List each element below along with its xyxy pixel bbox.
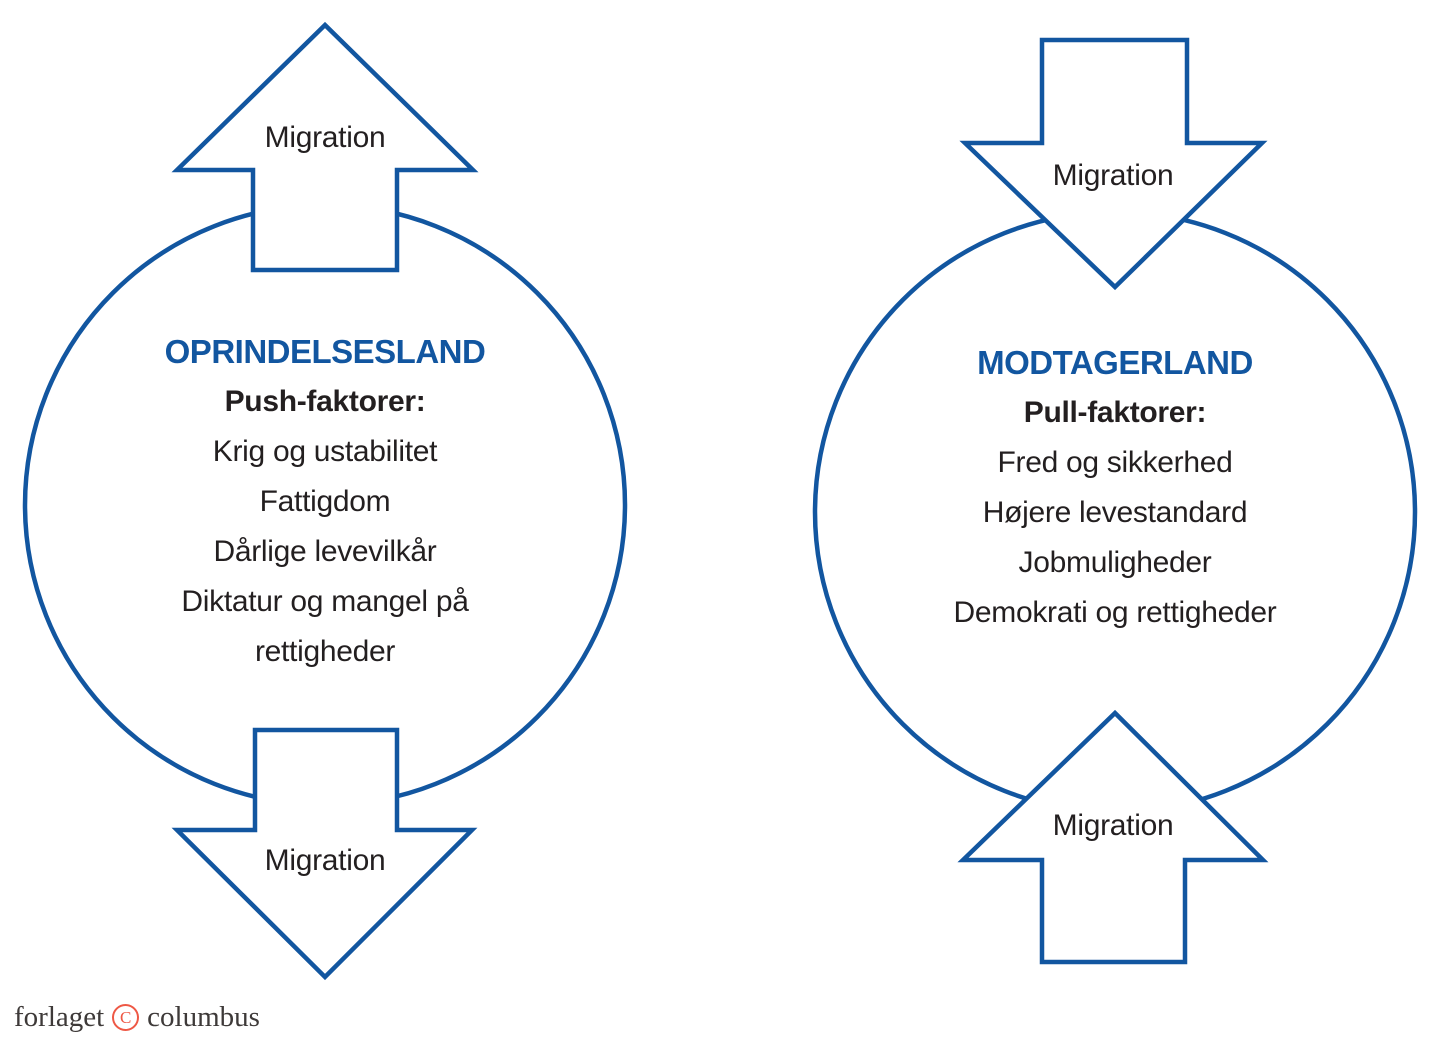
logo-text-forlaget: forlaget xyxy=(14,1001,105,1033)
origin-factor-line: Diktatur og mangel på rettigheder xyxy=(181,585,469,668)
destination-country-text-block: MODTAGERLAND Pull-faktorer: Fred og sikk… xyxy=(905,338,1325,638)
origin-push-factors-heading: Push-faktorer: xyxy=(224,385,426,418)
origin-top-up-arrow xyxy=(171,21,479,273)
migration-label-origin-top: Migration xyxy=(264,121,386,154)
origin-factor-line: Krig og ustabilitet xyxy=(212,435,438,468)
origin-factor-line: Fattigdom xyxy=(259,485,391,518)
origin-country-text-block: OPRINDELSESLAND Push-faktorer: Krig og u… xyxy=(115,327,535,677)
destination-factor-line: Jobmuligheder xyxy=(1018,546,1212,579)
migration-label-destination-bottom: Migration xyxy=(1052,809,1174,842)
destination-pull-factors-heading: Pull-faktorer: xyxy=(1023,396,1207,429)
destination-factor-line: Fred og sikkerhed xyxy=(997,446,1233,479)
destination-top-down-arrow xyxy=(959,37,1268,291)
publisher-logo: forlaget C columbus xyxy=(14,1001,260,1034)
logo-text-columbus: columbus xyxy=(147,1001,260,1033)
destination-factor-line: Højere levestandard xyxy=(982,496,1248,529)
origin-bottom-down-arrow xyxy=(171,727,478,981)
destination-factor-line: Demokrati og rettigheder xyxy=(953,596,1277,629)
migration-label-origin-bottom: Migration xyxy=(264,844,386,877)
destination-country-title: MODTAGERLAND xyxy=(977,344,1253,381)
origin-factor-line: Dårlige levevilkår xyxy=(213,535,437,568)
destination-bottom-up-arrow xyxy=(957,709,1269,965)
migration-label-destination-top: Migration xyxy=(1052,159,1174,192)
origin-country-title: OPRINDELSESLAND xyxy=(164,333,486,370)
copyright-icon: C xyxy=(112,1004,140,1031)
